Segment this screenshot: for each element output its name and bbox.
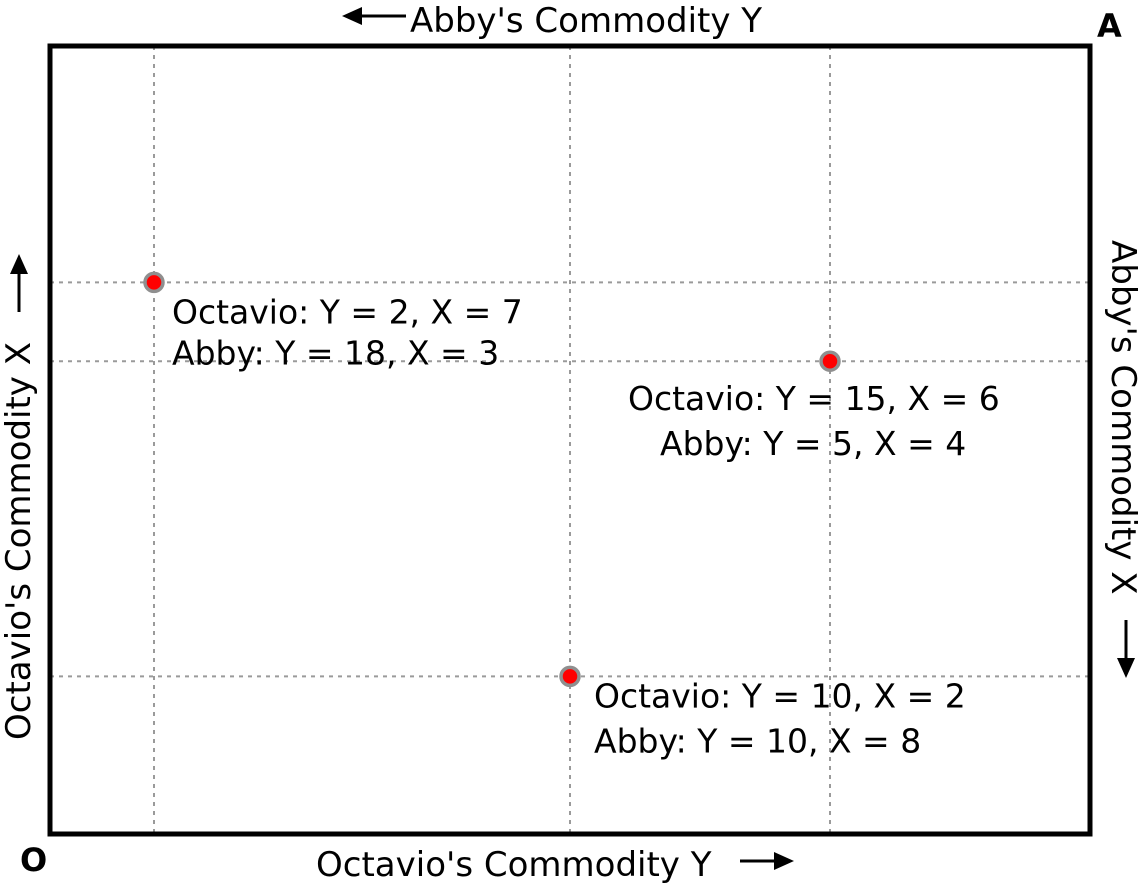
allocation-label-abby-3: Abby: Y = 10, X = 8 bbox=[594, 721, 921, 760]
top-axis-arrow-head bbox=[342, 7, 362, 25]
bottom-axis-arrow-head bbox=[774, 852, 794, 870]
bottom-axis-title: Octavio's Commodity Y bbox=[316, 845, 712, 885]
allocation-label-octavio-1: Octavio: Y = 2, X = 7 bbox=[172, 292, 523, 331]
allocation-point-1 bbox=[143, 271, 165, 294]
allocation-point-2 bbox=[819, 350, 841, 372]
top-axis-title: Abby's Commodity Y bbox=[410, 1, 762, 41]
allocation-label-abby-1: Abby: Y = 18, X = 3 bbox=[172, 333, 499, 372]
right-axis-arrow-head bbox=[1117, 658, 1135, 678]
allocation-label-octavio-3: Octavio: Y = 10, X = 2 bbox=[594, 676, 966, 715]
edgeworth-box-frame bbox=[47, 43, 1093, 837]
allocation-label-octavio-2: Octavio: Y = 15, X = 6 bbox=[628, 379, 1000, 418]
allocation-point-3 bbox=[559, 665, 581, 688]
left-axis-title: Octavio's Commodity X bbox=[0, 342, 39, 740]
origin-label-o: O bbox=[20, 841, 47, 879]
guide-lines bbox=[50, 46, 1090, 834]
origin-label-a: A bbox=[1097, 7, 1122, 45]
allocation-points bbox=[143, 271, 841, 688]
allocation-label-abby-2: Abby: Y = 5, X = 4 bbox=[660, 424, 966, 463]
right-axis-title: Abby's Commodity X bbox=[1103, 240, 1140, 595]
left-axis-arrow-head bbox=[10, 254, 28, 274]
